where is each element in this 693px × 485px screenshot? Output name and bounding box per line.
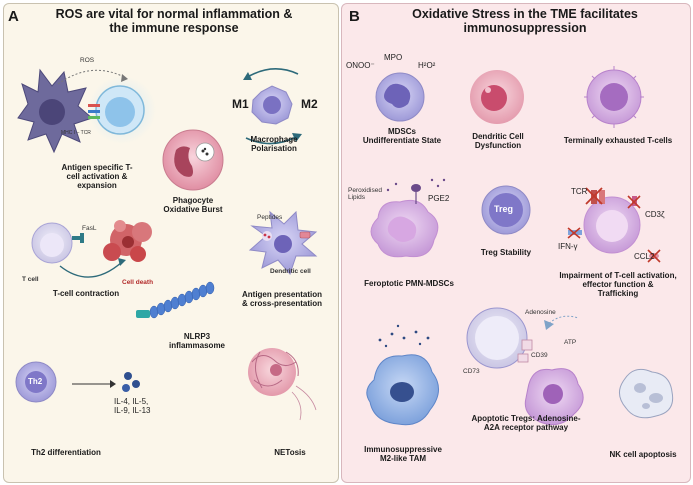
treg-stability-label: Treg Stability xyxy=(480,248,532,257)
ros-tag: ROS xyxy=(80,57,95,64)
phagocyte-label-line2: Oxidative Burst xyxy=(163,205,223,215)
panel-a-title: ROS are vital for normal inflammation & … xyxy=(24,7,324,36)
ferroptotic-mdsc-label: Feroptotic PMN-MDSCs xyxy=(364,279,454,288)
panel-b-title-line1: Oxidative Stress in the TME facilitates xyxy=(412,7,638,21)
mdsc-label-line2: Undifferentiate State xyxy=(362,136,442,146)
nlrp3-label-line1: NLRP3 xyxy=(183,332,211,341)
peptides-tag: Peptides xyxy=(257,214,283,221)
panel-b-title-line2: immunosuppression xyxy=(463,21,587,36)
phagocyte-label-line1: Phagocyte xyxy=(172,196,214,205)
phagocyte-illustration xyxy=(162,129,224,191)
pge2-tag: PGE2 xyxy=(428,194,450,203)
dendritic-dysfunction-label-line2: Dysfunction xyxy=(474,141,522,151)
netosis-illustration xyxy=(248,348,317,421)
cd73-tag: CD73 xyxy=(463,368,480,375)
cd39-tag: CD39 xyxy=(531,352,548,359)
onoo-tag: ONOO⁻ xyxy=(346,61,375,70)
antigen-activation-label-line2: cell activation & xyxy=(66,172,128,182)
antigen-activation-label-line3: expansion xyxy=(77,181,117,191)
t-cell-illustration xyxy=(31,222,126,278)
apoptotic-treg-illustration xyxy=(466,307,584,426)
panel-b-letter: B xyxy=(349,8,360,25)
panel-b-title: Oxidative Stress in the TME facilitates … xyxy=(370,7,680,36)
exhausted-t-cell-illustration xyxy=(584,66,644,128)
peroxidised-lipids-tag-line2: Lipids xyxy=(348,194,365,202)
dendritic-dysfunction-illustration xyxy=(470,70,524,124)
cell-death-tag: Cell death xyxy=(122,279,154,286)
t-cell-glow-illustration xyxy=(88,76,156,144)
macrophage-polarisation-label: Macrophage Polarisation xyxy=(234,135,314,153)
nk-cell-illustration xyxy=(619,368,674,419)
impairment-label-line2: effector function & xyxy=(582,280,654,290)
impairment-label: Impairment of T-cell activation, effecto… xyxy=(556,271,680,299)
ccl2-tag: CCL2 xyxy=(634,252,655,261)
m2-label: M2 xyxy=(301,97,318,111)
nlrp3-label-line2: inflammasome xyxy=(168,341,226,351)
cell-death-illustration xyxy=(103,220,152,262)
h2o2-tag: H²O² xyxy=(418,61,436,70)
adenosine-tag: Adenosine xyxy=(525,309,556,316)
antigen-presentation-label-line1: Antigen presentation xyxy=(241,290,322,299)
ros-dots-arc xyxy=(57,69,128,85)
dendritic-cell-tag: Dendritic cell xyxy=(270,268,311,275)
peroxidised-lipids-tag-line1: Peroxidised xyxy=(348,187,382,194)
mdsc-label-line1: MDSCs xyxy=(387,127,416,136)
dendritic-dysfunction-label-line1: Dendritic Cell xyxy=(472,132,524,141)
antigen-presentation-label-line2: & cross-presentation xyxy=(241,299,323,309)
interleukins-line1: IL-4, IL-5, xyxy=(114,397,149,406)
interleukins: IL-4, IL-5, IL-9, IL-13 xyxy=(114,397,150,415)
dendritic-cell-illustration xyxy=(248,210,318,275)
macrophage-polarisation-label-line1: Macrophage xyxy=(250,135,298,144)
interleukins-line2: IL-9, IL-13 xyxy=(114,406,151,416)
tam-label-line2: M2-like TAM xyxy=(379,454,427,464)
apoptotic-tregs-label: Apoptotic Tregs: Adenosine- A2A receptor… xyxy=(464,414,588,432)
ifn-gamma-tag: IFN-γ xyxy=(558,242,578,251)
mdsc-label: MDSCs Undifferentiate State xyxy=(350,127,454,145)
panel-a-title-line1: ROS are vital for normal inflammation & xyxy=(55,7,293,21)
mdsc-illustration xyxy=(375,72,425,122)
impairment-label-line3: Trafficking xyxy=(597,289,639,299)
macrophage-polarisation-label-line2: Polarisation xyxy=(251,144,297,154)
nk-apoptosis-label: NK cell apoptosis xyxy=(609,450,677,459)
peroxidised-lipids-tag: Peroxidised Lipids xyxy=(348,187,382,202)
panel-a-title-line2: the immune response xyxy=(109,21,239,36)
netosis-label: NETosis xyxy=(274,448,306,457)
tam-illustration xyxy=(366,324,439,426)
impairment-label-line1: Impairment of T-cell activation, xyxy=(559,271,677,280)
phagocyte-label: Phagocyte Oxidative Burst xyxy=(148,196,238,214)
apoptotic-tregs-label-line1: Apoptotic Tregs: Adenosine- xyxy=(471,414,581,423)
th2-cell-illustration xyxy=(15,361,140,403)
macrophage-illustration xyxy=(243,68,302,145)
dendritic-dysfunction-label: Dendritic Cell Dysfunction xyxy=(460,132,536,150)
antigen-presentation-label: Antigen presentation & cross-presentatio… xyxy=(232,290,332,308)
t-cell-contraction-label: T-cell contraction xyxy=(52,289,120,298)
tcr-tag: TCR xyxy=(571,187,588,196)
panel-a-letter: A xyxy=(8,8,19,25)
m1-label: M1 xyxy=(232,97,249,111)
mpo-tag: MPO xyxy=(384,53,403,62)
nlrp3-label: NLRP3 inflammasome xyxy=(152,332,242,350)
antigen-presenting-cell-illustration xyxy=(17,68,93,154)
th2-differentiation-label: Th2 differentiation xyxy=(31,448,101,457)
apoptotic-tregs-label-line2: A2A receptor pathway xyxy=(483,423,569,433)
ferroptotic-mdsc-illustration xyxy=(370,178,446,258)
treg-cell-illustration xyxy=(481,185,531,235)
fasl-tag: FasL xyxy=(82,225,97,232)
th2-tag: Th2 xyxy=(28,377,43,386)
nlrp3-illustration xyxy=(136,281,215,319)
antigen-activation-label-line1: Antigen specific T- xyxy=(61,163,133,172)
impaired-t-cell-illustration xyxy=(567,187,661,263)
tam-label: Immunosuppressive M2-like TAM xyxy=(350,445,456,463)
exhausted-t-cells-label: Terminally exhausted T-cells xyxy=(563,136,673,145)
treg-tag: Treg xyxy=(494,204,514,214)
atp-tag: ATP xyxy=(564,339,577,346)
cd3-tag: CD3ζ xyxy=(645,210,665,219)
tam-label-line1: Immunosuppressive xyxy=(364,445,442,454)
mhc-tcr-tag: MHC I – TCR xyxy=(61,130,91,136)
antigen-activation-label: Antigen specific T- cell activation & ex… xyxy=(42,163,152,191)
t-cell-tag: T cell xyxy=(22,276,39,283)
